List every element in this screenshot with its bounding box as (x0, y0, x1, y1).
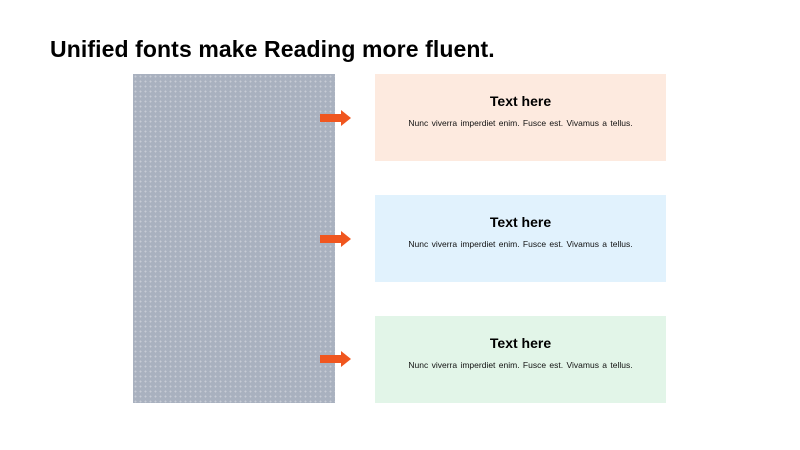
text-card-1: Text here Nunc viverra imperdiet enim. F… (375, 74, 666, 161)
image-placeholder (133, 74, 335, 403)
card-heading: Text here (489, 335, 552, 351)
card-body: Nunc viverra imperdiet enim. Fusce est. … (408, 239, 633, 249)
card-heading: Text here (489, 93, 552, 109)
arrow-right-icon (320, 351, 351, 367)
text-card-2: Text here Nunc viverra imperdiet enim. F… (375, 195, 666, 282)
card-heading: Text here (489, 214, 552, 230)
text-card-3: Text here Nunc viverra imperdiet enim. F… (375, 316, 666, 403)
card-body: Nunc viverra imperdiet enim. Fusce est. … (408, 118, 633, 128)
card-body: Nunc viverra imperdiet enim. Fusce est. … (408, 360, 633, 370)
arrow-right-icon (320, 231, 351, 247)
arrow-right-icon (320, 110, 351, 126)
slide-title: Unified fonts make Reading more fluent. (50, 36, 495, 62)
